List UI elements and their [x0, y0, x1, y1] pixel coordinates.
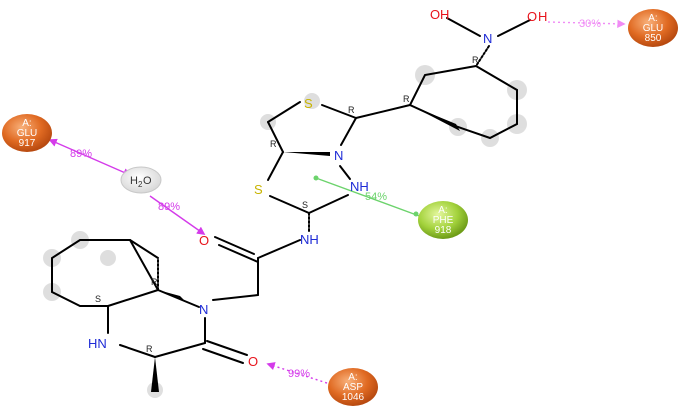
pct-glu850: 30% [579, 18, 601, 30]
pi-anchor-ring [313, 175, 319, 181]
pct-phe918: 54% [365, 191, 387, 203]
atom-o-hydroxyl-2: O [527, 9, 537, 24]
atom-hn-piperazinone: HN [88, 336, 107, 351]
bond-s-ch2 [267, 101, 301, 123]
atom-o-amide: O [199, 233, 209, 248]
water-label-subscript: 2 [138, 180, 143, 189]
atom-h-hydroxyl-2: H [538, 9, 547, 24]
bond-skeleton [51, 17, 531, 364]
atom-h-hydroxyl-1: H [440, 7, 449, 22]
bond-n-nh [339, 165, 351, 180]
residue-asp1046-name: ASP [343, 382, 363, 393]
stereo-aminal: S [302, 200, 308, 210]
bond-aminal-nh [308, 194, 349, 214]
wedge-cyclohexyl [410, 105, 460, 131]
bond-ch2-n [212, 294, 259, 301]
hbond-glu917-water [48, 138, 132, 177]
residue-glu850-name: GLU [643, 23, 664, 34]
bond-hn-c-methyl [119, 344, 156, 358]
residue-glu850[interactable]: A: GLU 850 [628, 9, 678, 47]
bond-c-s-upper [321, 104, 357, 119]
atom-n-piperazinone: N [199, 302, 208, 317]
bond-s-aminal [269, 195, 310, 214]
pct-glu917-water: 89% [70, 148, 92, 160]
residue-asp1046[interactable]: A: ASP 1046 [328, 368, 378, 406]
stereo-cyclohexyl-top: R [472, 55, 479, 65]
bond-lactam-co-1 [206, 340, 248, 356]
pct-asp1046: 99% [288, 368, 310, 380]
residue-glu850-number: 850 [645, 33, 662, 44]
bond-c-n-bridge [340, 117, 357, 146]
bond-ring-junction [129, 239, 159, 259]
bond-c-o-amide-1 [214, 236, 255, 255]
residue-phe918-number: 918 [435, 225, 452, 236]
water-label-h: H [130, 175, 138, 187]
bond-nh-carbonyl [257, 239, 301, 259]
residue-asp1046-number: 1046 [342, 392, 365, 403]
bond-c-o-amide-2 [218, 244, 259, 263]
atom-s-thiazolidine-lower: S [254, 182, 263, 197]
pct-water-o-amide: 89% [158, 201, 180, 213]
water-molecule[interactable]: H 2 O [120, 166, 162, 194]
water-label-o: O [143, 175, 152, 187]
wedge-decahydro [158, 290, 184, 300]
hbond-asp1046 [266, 362, 331, 385]
residue-glu917-name: GLU [17, 128, 38, 139]
pi-anchor-residue [413, 211, 419, 217]
bond-ch2-bridgehead [267, 121, 284, 153]
atom-n-hydroxylamine: N [483, 31, 492, 46]
atom-s-thiazolidine-upper: S [304, 96, 313, 111]
residue-phe918-chain: A: [438, 205, 447, 216]
pi-interaction-phe918 [315, 177, 423, 218]
wedge-bridgehead [283, 152, 330, 156]
bond-n-decahydro-upper [157, 289, 200, 308]
atom-o-hydroxyl-1: O [430, 7, 440, 22]
stereo-labels: R R R R S R S R [95, 55, 479, 354]
residue-phe918[interactable]: A: PHE 918 [418, 201, 468, 239]
hbond-water-o-amide [149, 195, 206, 235]
bond-cyclohexyl-thiazolidine [355, 104, 411, 119]
residue-phe918-name: PHE [433, 215, 454, 226]
atom-nh-amide: NH [300, 232, 319, 247]
bond-o-n-1 [446, 17, 481, 37]
stereo-thiazolidine-c1: R [348, 105, 355, 115]
residue-glu917-chain: A: [22, 118, 31, 129]
residue-asp1046-chain: A: [348, 372, 357, 383]
bond-lactam-co-2 [202, 348, 244, 364]
stereo-bridgehead: R [270, 139, 277, 149]
cyclohexyl-ring [408, 65, 518, 140]
residue-glu917[interactable]: A: GLU 917 [2, 114, 52, 152]
atom-labels: O H N O H S N NH S NH O N HN O [88, 7, 547, 369]
bond-bridgehead-s-lower [267, 151, 284, 181]
atom-n-bridge: N [334, 148, 343, 163]
bond-decahydro-fusion [107, 289, 159, 307]
atom-nh-thiazolidine: NH [350, 179, 369, 194]
residue-glu850-chain: A: [648, 13, 657, 24]
stereo-wedges [151, 105, 460, 392]
residue-glu917-number: 917 [19, 138, 36, 149]
atom-o-lactam: O [248, 354, 258, 369]
wedge-methyl [151, 357, 159, 392]
stereo-methyl-center: R [146, 344, 153, 354]
stereo-cyclohexyl-attach: R [403, 94, 410, 104]
stereo-decahydro-lower: S [95, 294, 101, 304]
stereo-decahydro-upper: R [151, 277, 158, 287]
bond-c-methyl-carbonyl [154, 342, 206, 358]
bond-n-cyclohexyl [475, 45, 490, 67]
interaction-lines [48, 19, 626, 385]
bond-n-o-2 [497, 19, 531, 37]
interaction-percentages: 30% 89% 89% 54% 99% [70, 18, 601, 380]
